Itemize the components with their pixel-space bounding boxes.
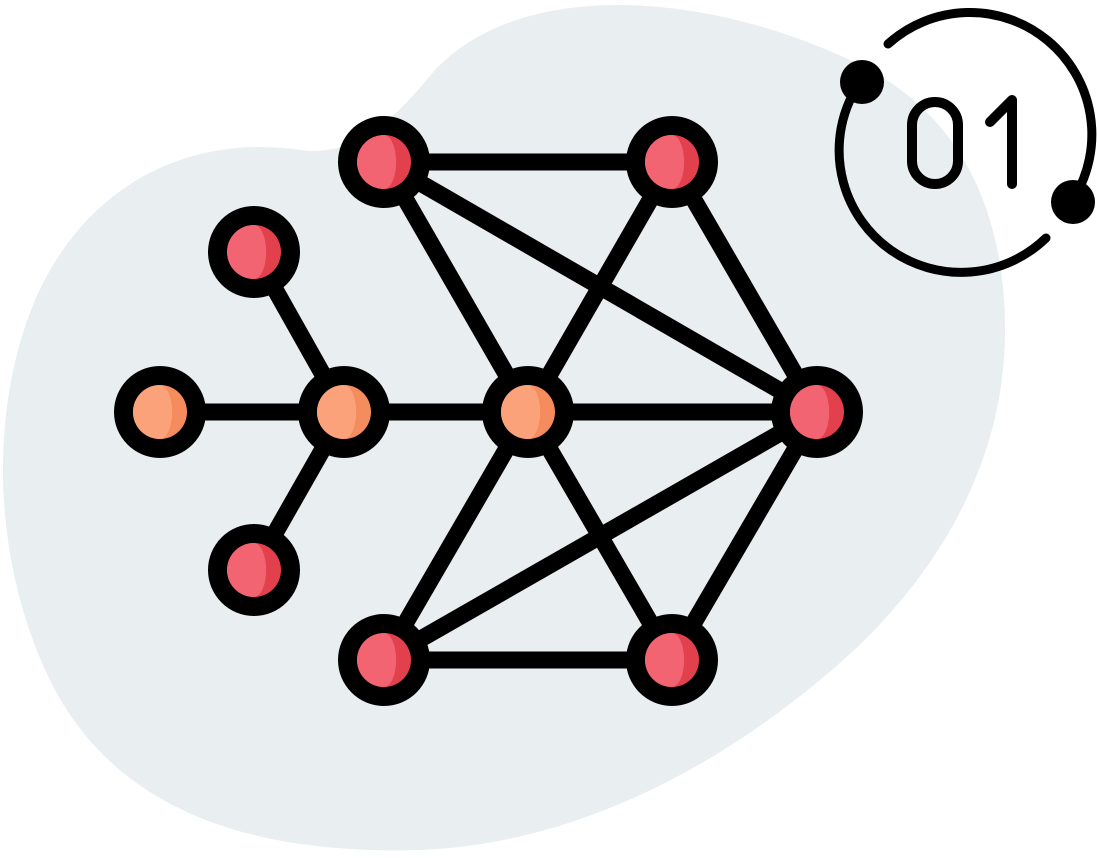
badge-ring-arc xyxy=(883,7,1097,203)
network-nodes xyxy=(114,116,863,706)
node-fill xyxy=(645,135,685,189)
edge xyxy=(519,153,681,421)
badge-label xyxy=(907,95,1017,189)
badge-ring-arc xyxy=(834,95,1051,277)
node-fill xyxy=(501,385,541,439)
network-node xyxy=(771,366,863,458)
network-node xyxy=(338,614,430,706)
edge xyxy=(375,403,826,669)
network-node xyxy=(298,366,390,458)
badge-group xyxy=(834,7,1097,277)
badge-ring-dot xyxy=(1051,180,1095,224)
node-fill xyxy=(317,385,357,439)
node-fill xyxy=(133,385,173,439)
edge xyxy=(663,153,826,421)
network-node xyxy=(114,366,206,458)
network-node xyxy=(208,206,300,298)
edge xyxy=(663,403,826,669)
badge-ring-dot xyxy=(840,60,884,104)
network-node xyxy=(208,524,300,616)
node-fill xyxy=(357,135,397,189)
node-fill xyxy=(227,225,267,279)
badge-digit-zero xyxy=(907,97,963,189)
badge-digit-one xyxy=(985,95,1017,189)
edge xyxy=(375,153,537,421)
node-fill xyxy=(357,633,397,687)
node-fill xyxy=(790,385,830,439)
network-node xyxy=(338,116,430,208)
network-node xyxy=(626,614,718,706)
node-fill xyxy=(645,633,685,687)
network-node xyxy=(626,116,718,208)
node-fill xyxy=(227,543,267,597)
network-node xyxy=(482,366,574,458)
edge xyxy=(375,403,537,669)
